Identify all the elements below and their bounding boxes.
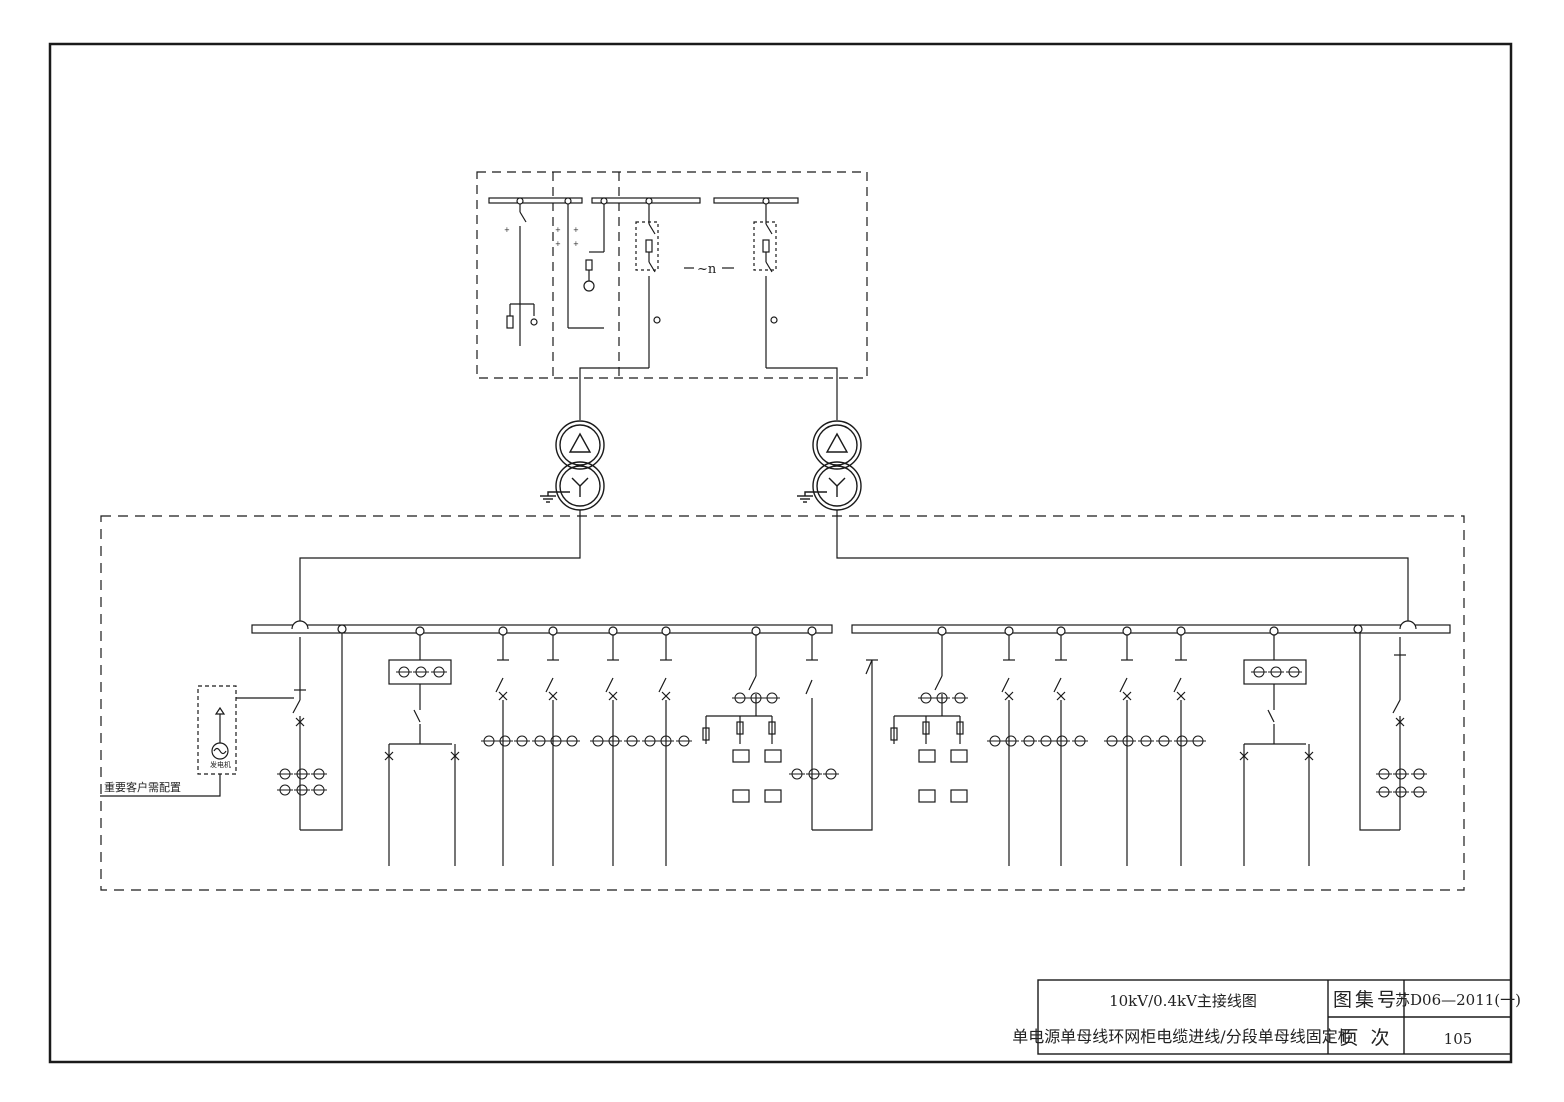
ct-0-3 <box>532 735 548 747</box>
ct-2-5 <box>1072 735 1088 747</box>
feeder-count-label: ~n <box>697 262 717 277</box>
ct-3-4 <box>1174 735 1190 747</box>
ct-3-2 <box>1138 735 1154 747</box>
ct-8-2 <box>823 768 839 780</box>
ct-7-0 <box>1376 786 1392 798</box>
drawing-title: 10kV/0.4kV主接线图 <box>1109 992 1257 1010</box>
page-number-label: 页 次 <box>1339 1027 1392 1049</box>
ct-1-1 <box>606 735 622 747</box>
sheet-border <box>48 42 1513 1064</box>
ct-6-0 <box>1376 768 1392 780</box>
ct-3-1 <box>1120 735 1136 747</box>
ct-7-1 <box>1393 786 1409 798</box>
hv-busbar-right <box>713 197 799 204</box>
outgoing-feeders <box>495 626 1187 866</box>
feeder-6 <box>1053 626 1067 866</box>
lv-busbar-section-1 <box>251 624 833 634</box>
drawing-subtitle: 单电源单母线环网柜电缆进线/分段单母线固定柜 <box>1012 1027 1353 1046</box>
lv-busbar-section-2 <box>851 624 1451 634</box>
ct-4-2 <box>311 768 327 780</box>
ct-10-1 <box>1268 666 1284 678</box>
ct-9-1 <box>413 666 429 678</box>
ct-1-3 <box>642 735 658 747</box>
generator-label: 发电机 <box>210 760 231 769</box>
atlas-number-value: 苏D06—2011(一) <box>1395 991 1521 1009</box>
ct-10-2 <box>1286 666 1302 678</box>
transformer-1-symbol <box>540 420 605 511</box>
ct-0-4 <box>548 735 564 747</box>
ct-6-2 <box>1411 768 1427 780</box>
ct-2-4 <box>1054 735 1070 747</box>
ct-1-4 <box>658 735 674 747</box>
feeder-1 <box>495 626 509 866</box>
ct-9-2 <box>431 666 447 678</box>
ct-8-0 <box>789 768 805 780</box>
ct-0-2 <box>514 735 530 747</box>
feeder-7 <box>1119 626 1133 866</box>
customer-note: 重要客户需配置 <box>104 780 181 794</box>
ct-0-1 <box>497 735 513 747</box>
ct-0-0 <box>481 735 497 747</box>
feeder-5 <box>1001 626 1015 866</box>
ct-5-1 <box>294 784 310 796</box>
ct-11-2 <box>764 692 780 704</box>
ct-11-0 <box>732 692 748 704</box>
ct-4-1 <box>294 768 310 780</box>
atlas-number-label: 图集号 <box>1333 989 1399 1011</box>
ct-12-2 <box>952 692 968 704</box>
rmu-enclosure-dashed <box>476 171 868 379</box>
ct-2-2 <box>1021 735 1037 747</box>
ct-7-2 <box>1411 786 1427 798</box>
transformer-2-symbol <box>797 420 862 511</box>
ring-main-unit: + + + + + <box>476 171 868 379</box>
ct-2-0 <box>987 735 1003 747</box>
feeder-8 <box>1173 626 1187 866</box>
ct-1-5 <box>676 735 692 747</box>
ct-1-0 <box>590 735 606 747</box>
feeder-2 <box>545 626 559 866</box>
ct-11-1 <box>748 692 764 704</box>
ct-5-0 <box>277 784 293 796</box>
hv-busbar-left <box>488 197 583 204</box>
ct-12-0 <box>918 692 934 704</box>
svg-text:+: + <box>504 226 510 234</box>
ct-2-1 <box>1003 735 1019 747</box>
ct-6-1 <box>1393 768 1409 780</box>
feeder-3 <box>605 626 619 866</box>
feeder-4 <box>658 626 672 866</box>
ct-5-2 <box>311 784 327 796</box>
ct-8-1 <box>806 768 822 780</box>
ct-10-0 <box>1251 666 1267 678</box>
ct-3-0 <box>1104 735 1120 747</box>
ct-3-5 <box>1190 735 1206 747</box>
svg-text:+: + <box>573 226 579 234</box>
ct-12-1 <box>934 692 950 704</box>
svg-text:+: + <box>555 240 561 248</box>
title-block <box>1037 979 1512 1055</box>
ct-0-5 <box>564 735 580 747</box>
svg-text:+: + <box>573 240 579 248</box>
lv-switchgear <box>100 510 1465 891</box>
svg-text:+: + <box>555 226 561 234</box>
lv-enclosure-dashed <box>100 515 1465 891</box>
ct-9-0 <box>396 666 412 678</box>
ct-4-0 <box>277 768 293 780</box>
page-number-value: 105 <box>1444 1030 1473 1048</box>
current-transformers <box>277 666 1427 798</box>
ct-2-3 <box>1038 735 1054 747</box>
ct-3-3 <box>1156 735 1172 747</box>
ct-1-2 <box>624 735 640 747</box>
